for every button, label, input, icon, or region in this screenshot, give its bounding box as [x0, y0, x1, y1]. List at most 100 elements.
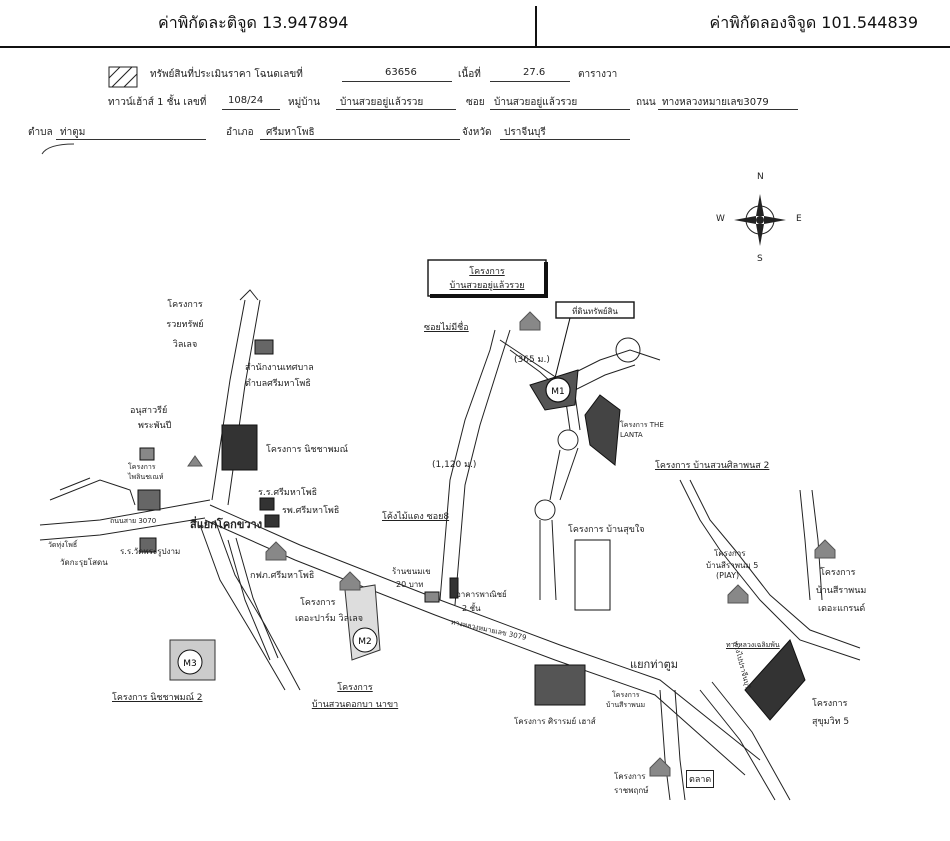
office-l2: ตำบลศรีมหาโพธิ	[245, 379, 311, 389]
bottom-proj-l2: ราชพฤกษ์	[614, 786, 649, 795]
monument-l1: อนุสาวรีย์	[130, 406, 168, 416]
piay-l3: (PIAY)	[716, 571, 740, 580]
ruay-sap-l1: โครงการ	[167, 300, 203, 310]
compass-w: W	[716, 214, 725, 224]
soi-value: บ้านสวยอยู่แล้วรวย	[494, 97, 578, 108]
wat-label: วัดกะรุยโสดน	[60, 558, 108, 567]
tambon-value: ท่าตูม	[60, 127, 86, 138]
marker-m2-label: M2	[358, 637, 372, 647]
kan-l3: เดอะแกรนด์	[818, 604, 866, 614]
shop-block	[424, 591, 440, 603]
piay-l1: โครงการ	[714, 549, 746, 558]
compass-e: E	[796, 214, 802, 224]
area-label: เนื้อที่	[458, 69, 481, 80]
tha-tum-label: แยกท่าตูม	[630, 658, 679, 671]
tambon-underline	[56, 139, 206, 140]
nichamon-block	[221, 424, 258, 471]
kok-kwang-label: สี่แยกโคกขวาง	[190, 518, 263, 531]
subject-parcel	[529, 369, 621, 466]
small-proj-l1: โครงการ	[128, 463, 156, 471]
kao-l2: บ้านสวนดอกบา นาขา	[311, 700, 399, 710]
office-block	[254, 339, 274, 355]
small-proj-l2: ไพลินชเณห์	[128, 473, 164, 481]
village-value: บ้านสวยอยู่แล้วรวย	[340, 97, 424, 108]
hospital-label: รพ.ศรีมหาโพธิ	[282, 506, 340, 516]
distance-1120-label: (1,120 ม.)	[432, 460, 477, 470]
marker-m3-label: M3	[183, 659, 197, 669]
school2-label: ร.ร.วัดพระรูปงาม	[120, 547, 181, 556]
hospital-block	[264, 514, 280, 528]
area-unit: ตารางวา	[578, 69, 618, 80]
subject-property-callout	[554, 301, 635, 379]
hatch-legend-icon	[108, 66, 138, 88]
mid-proj-l1: โครงการ	[612, 691, 640, 699]
road-value: ทางหลวงหมายเลข3079	[662, 97, 769, 108]
map-buildings	[137, 339, 806, 721]
sukjai-block	[574, 539, 611, 611]
temple-block	[139, 537, 157, 553]
compass-n: N	[757, 172, 764, 182]
sukhum-l1: โครงการ	[812, 699, 848, 709]
kan-l2: บ้านสีราพนม	[816, 586, 867, 596]
the-lanta-label: โครงการ THE LANTA	[620, 421, 664, 439]
piay-l2: บ้านสีราพนม 5	[706, 561, 759, 570]
tambon-label: ตำบล	[28, 127, 53, 138]
unnamed-soi-label: ซอยไม่มีชื่อ	[424, 323, 469, 333]
nichamon-label: โครงการ นิชชาพมณ์	[266, 445, 348, 455]
road-label: ถนน	[636, 97, 656, 108]
province-underline	[500, 139, 630, 140]
distance-365-label: (365 ม.)	[514, 355, 550, 365]
area-underline	[490, 81, 570, 82]
amphoe-value: ศรีมหาโพธิ	[266, 127, 315, 138]
asset-label: ทรัพย์สินที่ประเมินราคา โฉนดเลขที่	[150, 69, 303, 80]
nichamon2-label: โครงการ นิชชาพมณ์ 2	[112, 693, 203, 703]
form-corner-mark	[41, 143, 75, 155]
area-value: 27.6	[523, 67, 546, 78]
building-label: ทาวน์เฮ้าส์ 1 ชั้น เลขที่	[108, 97, 207, 108]
roi-ngoen-label: โค้งไม้แดง ซอย8	[382, 512, 450, 522]
house-underline	[222, 109, 280, 110]
subject-project-line2: บ้านสวยอยู่แล้วรวย	[449, 281, 525, 291]
compass-s: S	[757, 254, 763, 264]
subject-project-callout	[427, 259, 548, 298]
sirap-block	[534, 664, 586, 706]
marker-m1: M1	[545, 377, 571, 403]
deed-number: 63656	[385, 67, 417, 78]
deed-underline	[342, 81, 452, 82]
subject-project-line1: โครงการ	[469, 267, 505, 277]
school-block	[259, 497, 275, 511]
market-label: ตลาด	[686, 770, 715, 788]
shop-l1: ร้านขนมเข	[392, 567, 431, 576]
latitude-label: ค่าพิกัดละติจูด 13.947894	[158, 13, 349, 32]
coordinate-header: ค่าพิกัดละติจูด 13.947894 ค่าพิกัดลองจิจ…	[0, 0, 950, 48]
building-l2: 2 ชั้น	[462, 604, 481, 613]
wat-tan-label: วัดทุ่งโพธิ์	[48, 541, 78, 549]
longitude-label: ค่าพิกัดลองจิจูด 101.544839	[709, 13, 918, 32]
police-label: กฟภ.ศรีมหาโพธิ	[250, 571, 315, 581]
province-label: จังหวัด	[462, 127, 492, 138]
ruay-sap-l3: วิลเลจ	[172, 340, 198, 350]
kao-l1: โครงการ	[337, 683, 373, 693]
sirap-label: โครงการ ศิรารมย์ เฮาส์	[514, 717, 596, 726]
road-underline	[658, 109, 798, 110]
village-underline	[336, 109, 456, 110]
header-divider	[535, 6, 537, 46]
village-label: หมู่บ้าน	[288, 97, 320, 108]
sukjai-label: โครงการ บ้านสุขใจ	[568, 525, 645, 535]
commercial-block	[449, 577, 459, 599]
sukhum-block	[744, 639, 806, 721]
amphoe-label: อำเภอ	[226, 127, 254, 138]
marker-m3: M3	[169, 639, 216, 681]
soi-underline	[490, 109, 630, 110]
kan-l1: โครงการ	[820, 568, 856, 578]
subject-property-label: ที่ดินทรัพย์สิน	[572, 307, 618, 316]
compass-icon	[734, 194, 786, 246]
soi-label: ซอย	[466, 97, 485, 108]
marker-m1-label: M1	[551, 387, 565, 397]
shop-l2: 20 บาท	[396, 580, 424, 589]
ruay-sap-l2: รวยทรัพย์	[166, 320, 204, 330]
sukhum-l2: สุขุมวิท 5	[812, 717, 850, 727]
small-project-block	[137, 489, 161, 511]
dair-l2: เดอะปาร์ม วิลเลจ	[295, 614, 363, 624]
